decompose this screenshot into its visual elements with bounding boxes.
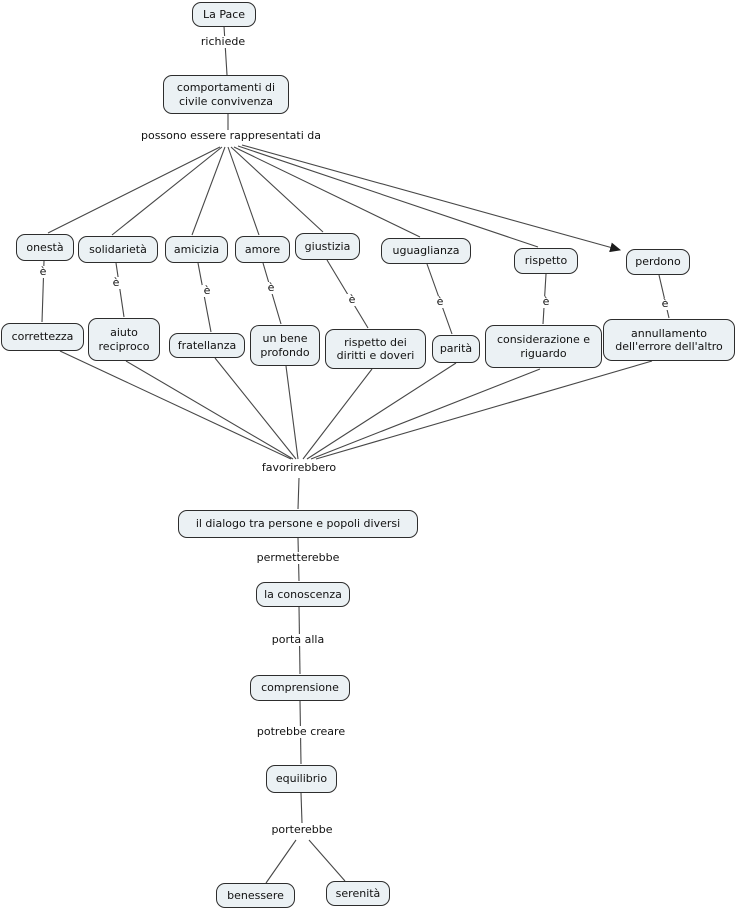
link-label-rappresentati[interactable]: possono essere rappresentati da — [138, 129, 324, 143]
link-label-e-4[interactable]: è — [265, 281, 277, 295]
node-benessere[interactable]: benessere — [216, 883, 295, 908]
link-label-permetterebbe[interactable]: permetterebbe — [254, 551, 342, 565]
link-label-e-8[interactable]: è — [659, 297, 671, 311]
node-comportamenti[interactable]: comportamenti di civile convivenza — [163, 75, 289, 114]
node-conoscenza[interactable]: la conoscenza — [256, 582, 350, 607]
link-label-e-3[interactable]: è — [201, 284, 213, 298]
node-equilibrio[interactable]: equilibrio — [266, 765, 337, 793]
node-parita[interactable]: parità — [432, 335, 480, 363]
node-amicizia[interactable]: amicizia — [165, 236, 228, 263]
node-fratellanza[interactable]: fratellanza — [169, 333, 245, 358]
node-rispetto[interactable]: rispetto — [514, 248, 578, 274]
link-label-porta-alla[interactable]: porta alla — [269, 633, 327, 647]
node-comprensione[interactable]: comprensione — [250, 675, 350, 701]
node-considerazione[interactable]: considerazione e riguardo — [485, 325, 602, 368]
link-label-potrebbe-creare[interactable]: potrebbe creare — [254, 725, 348, 739]
link-label-e-1[interactable]: è — [37, 265, 49, 279]
node-solidarieta[interactable]: solidarietà — [78, 236, 158, 263]
node-uguaglianza[interactable]: uguaglianza — [381, 238, 471, 264]
link-label-porterebbe[interactable]: porterebbe — [269, 823, 335, 837]
link-label-richiede[interactable]: richiede — [198, 35, 248, 49]
node-giustizia[interactable]: giustizia — [295, 233, 360, 260]
node-correttezza[interactable]: correttezza — [1, 323, 84, 351]
link-label-e-7[interactable]: è — [540, 295, 552, 309]
arrow-line-perdono — [241, 144, 622, 253]
node-la-pace[interactable]: La Pace — [192, 2, 256, 27]
link-label-e-5[interactable]: è — [346, 293, 358, 307]
node-amore[interactable]: amore — [235, 236, 290, 263]
node-dialogo[interactable]: il dialogo tra persone e popoli diversi — [178, 510, 418, 538]
node-perdono[interactable]: perdono — [626, 249, 690, 275]
node-aiuto-reciproco[interactable]: aiuto reciproco — [88, 318, 160, 361]
node-annullamento[interactable]: annullamento dell'errore dell'altro — [603, 319, 735, 361]
node-un-bene-profondo[interactable]: un bene profondo — [250, 325, 320, 366]
link-label-e-2[interactable]: è — [110, 276, 122, 290]
node-rispetto-diritti[interactable]: rispetto dei diritti e doveri — [325, 329, 426, 369]
link-label-favorirebbero[interactable]: favorirebbero — [259, 461, 339, 475]
link-label-e-6[interactable]: è — [434, 295, 446, 309]
node-serenita[interactable]: serenità — [326, 881, 390, 906]
node-onesta[interactable]: onestà — [16, 234, 74, 261]
